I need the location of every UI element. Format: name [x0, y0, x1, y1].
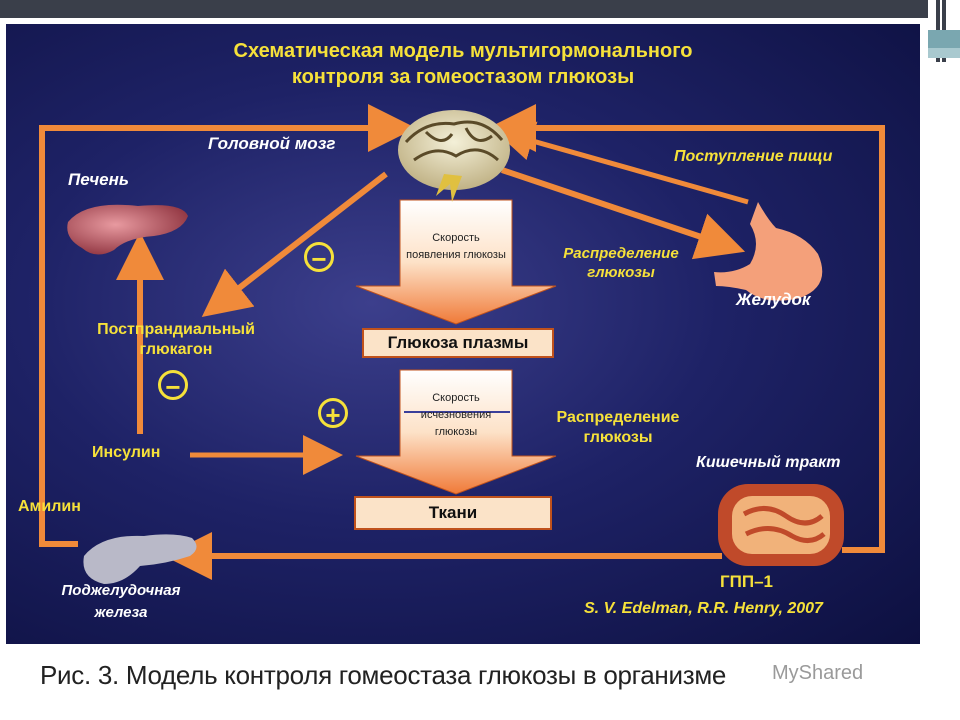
- top-bar: [0, 0, 928, 18]
- watermark: MyShared: [772, 662, 864, 684]
- arrow-brain-to-stomach: [501, 167, 746, 260]
- diagram-title: Схематическая модель мультигормонального…: [233, 40, 693, 88]
- brain-label: Головной мозг: [208, 134, 336, 153]
- amylin-label: Амилин: [18, 498, 81, 515]
- inhibition-sign-glucagon: −: [158, 370, 188, 401]
- stomach-icon: [714, 202, 823, 301]
- plasma-glucose-box: Глюкоза плазмы: [362, 328, 554, 358]
- insulin-label: Инсулин: [92, 444, 161, 461]
- pancreas-label: Поджелудочная железа: [61, 582, 181, 621]
- tissues-box: Ткани: [354, 496, 552, 530]
- diagram-graphics: [39, 104, 885, 584]
- corner-decoration: [928, 0, 960, 70]
- glp1-label: ГПП–1: [720, 572, 773, 591]
- liver-label: Печень: [68, 170, 129, 189]
- stomach-label: Желудок: [736, 290, 811, 309]
- intestinal-tract-label: Кишечный тракт: [696, 454, 841, 471]
- brain-icon: [398, 110, 510, 202]
- appearance-rate-text: Скорость появления глюкозы: [406, 232, 506, 261]
- arrow-intestine-to-brain: [488, 104, 885, 553]
- stimulation-sign-insulin: +: [318, 398, 348, 429]
- inhibition-sign-brain: −: [304, 242, 334, 273]
- food-intake-label: Поступление пищи: [674, 148, 833, 165]
- disappearance-rate-text: Скорость исчезновения глюкозы: [420, 392, 492, 438]
- diagram-figure: Схематическая модель мультигормонального…: [6, 24, 920, 644]
- glucose-distribution-top-label: Распределение глюкозы: [563, 245, 679, 281]
- citation: S. V. Edelman, R.R. Henry, 2007: [584, 600, 823, 617]
- arrow-brain-to-liver: [201, 171, 388, 318]
- disappearance-rate-arrow: [355, 369, 557, 495]
- glucose-distribution-bottom-label: Распределение глюкозы: [556, 409, 680, 446]
- postprandial-glucagon-label: Постпрандиальный глюкагон: [97, 321, 255, 358]
- arrow-amylin-to-brain: [39, 104, 416, 547]
- liver-icon: [67, 204, 188, 255]
- appearance-rate-arrow: [355, 199, 557, 325]
- arrow-stomach-to-brain: [493, 121, 749, 205]
- figure-caption: Рис. 3. Модель контроля гомеостаза глюко…: [6, 648, 920, 714]
- intestine-icon: [718, 484, 844, 566]
- pancreas-icon: [83, 534, 197, 584]
